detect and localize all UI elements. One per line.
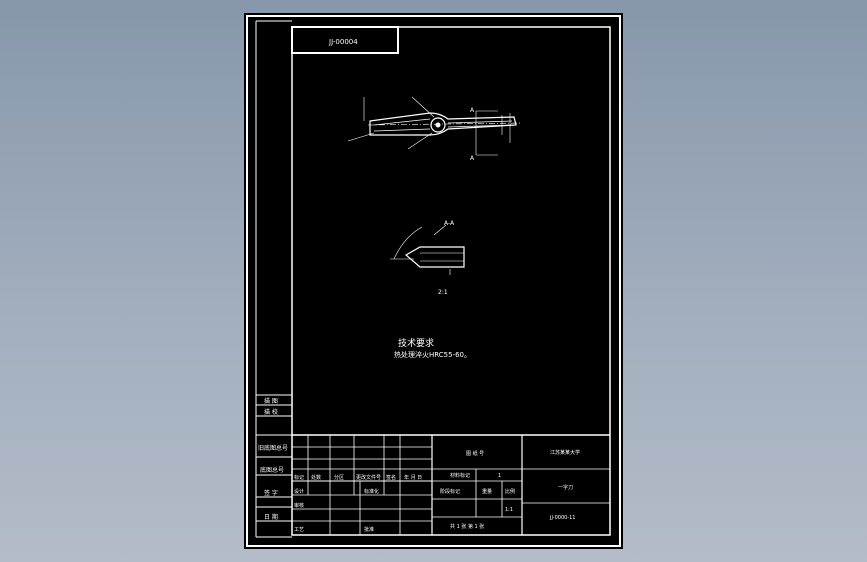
angle-arc [393, 226, 423, 260]
hdr-count: 处数 [311, 474, 321, 481]
left-strip: 描 图 描 校 旧底图总号 底图总号 签 字 日 期 [256, 394, 292, 522]
section-label: A-A [444, 220, 455, 227]
dim-leader-bottom [407, 132, 433, 150]
strip-cell-5: 签 字 [264, 489, 278, 497]
col-approve: 批准 [364, 526, 374, 533]
part-inner-lines [373, 118, 513, 132]
drawing-code-box [291, 26, 399, 54]
hdr-sign: 签名 [386, 474, 396, 481]
part-name: 一字刀 [558, 484, 573, 491]
drawing-sheet: JJ-00004 A A A-A 2:1 技术要求 热处理淬火HRC55-60。 [244, 13, 623, 549]
part-outline [369, 112, 517, 136]
dim-leader-left [347, 132, 375, 142]
hdr-mark: 标记 [294, 474, 304, 481]
strip-cell-6: 日 期 [264, 513, 278, 521]
row-process: 工艺 [294, 527, 304, 533]
proj-label: 图 纸 号 [466, 450, 484, 457]
strip-cell-3: 旧底图总号 [258, 444, 288, 452]
notes-title: 技术要求 [398, 337, 434, 349]
inner-frame [291, 26, 611, 536]
section-inner [420, 252, 464, 262]
scale-value: 1:1 [505, 507, 513, 513]
unit-name: 江苏某某大学 [550, 449, 580, 456]
section-view: A-A 2:1 [390, 220, 465, 296]
hdr-doc: 更改文件号 [356, 474, 381, 481]
row-check: 审核 [294, 502, 304, 509]
section-outline [404, 246, 465, 268]
notes-line1: 热处理淬火HRC55-60。 [394, 350, 471, 359]
pivot-hole [430, 117, 446, 133]
section-leader [433, 224, 447, 236]
dim-leader-top [411, 96, 435, 118]
hdr-zone: 分区 [334, 474, 344, 481]
material-mark: 材料标记 [450, 472, 470, 479]
view-scale: 2:1 [438, 289, 448, 296]
strip-cell-4: 底图总号 [260, 466, 284, 474]
strip-cell-2: 描 校 [264, 408, 278, 416]
drawing-code: JJ-00004 [328, 38, 358, 46]
section-mark-bottom: A [470, 155, 475, 162]
pivot-center [435, 122, 441, 128]
center-line [367, 122, 523, 126]
scale-label: 比例 [505, 488, 515, 495]
row-design: 设计 [294, 488, 304, 495]
sheets-label: 共 1 张 第 1 张 [450, 523, 484, 530]
hdr-date: 年 月 日 [404, 474, 422, 481]
count-value: 1 [498, 473, 501, 479]
outer-frame [246, 15, 621, 547]
weight-label: 重量 [482, 488, 492, 495]
col-standard: 标准化 [364, 488, 379, 495]
cad-drawing: JJ-00004 A A A-A 2:1 技术要求 热处理淬火HRC55-60。 [246, 15, 621, 547]
main-view: A A [347, 96, 523, 162]
part-code: JJ-0000-11 [549, 515, 575, 521]
stage-mark: 阶段标记 [440, 488, 460, 495]
title-block: 标记 处数 分区 更改文件号 签名 年 月 日 设计 审核 工艺 标准化 批准 … [292, 434, 610, 535]
section-mark-top: A [470, 107, 475, 114]
strip-cell-1: 描 图 [264, 397, 278, 405]
